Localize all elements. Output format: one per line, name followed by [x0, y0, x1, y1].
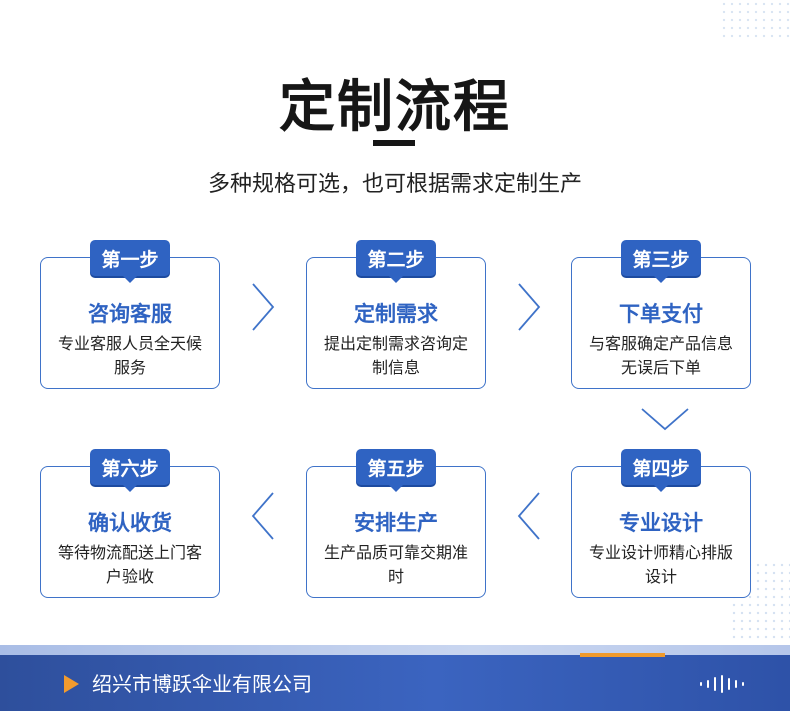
step-card-4: 第四步 专业设计 专业设计师精心排版设计 [571, 449, 751, 598]
step-badge: 第二步 [356, 240, 436, 276]
step-card-5: 第五步 安排生产 生产品质可靠交期准时 [306, 449, 486, 598]
step-title: 下单支付 [619, 302, 703, 326]
step-title: 定制需求 [354, 302, 438, 326]
play-icon [64, 675, 79, 693]
step-card-2: 第二步 定制需求 提出定制需求咨询定制信息 [306, 240, 486, 389]
step-desc: 专业设计师精心排版设计 [588, 543, 733, 586]
step-badge: 第五步 [356, 449, 436, 485]
chevron-left-icon [517, 492, 540, 540]
step-badge: 第三步 [621, 240, 701, 276]
footer-bar [0, 655, 790, 711]
title-underline [373, 140, 415, 146]
step-title: 专业设计 [619, 511, 703, 535]
footer-top-band [0, 645, 790, 655]
step-title: 咨询客服 [88, 302, 172, 326]
step-title: 安排生产 [354, 511, 438, 535]
equalizer-icon [700, 675, 744, 693]
step-desc: 生产品质可靠交期准时 [323, 543, 468, 586]
chevron-down-icon [641, 408, 689, 431]
step-card-1: 第一步 咨询客服 专业客服人员全天候服务 [40, 240, 220, 389]
footer-accent-line [580, 653, 665, 657]
chevron-right-icon [252, 283, 275, 331]
page-title: 定制流程 [279, 75, 511, 140]
chevron-right-icon [518, 283, 541, 331]
step-desc: 与客服确定产品信息无误后下单 [588, 334, 733, 377]
step-card-6: 第六步 确认收货 等待物流配送上门客户验收 [40, 449, 220, 598]
step-badge: 第一步 [90, 240, 170, 276]
step-desc: 专业客服人员全天候服务 [57, 334, 202, 377]
page-subtitle: 多种规格可选，也可根据需求定制生产 [207, 172, 582, 197]
step-title: 确认收货 [88, 511, 172, 535]
step-desc: 提出定制需求咨询定制信息 [323, 334, 468, 377]
company-name: 绍兴市博跃伞业有限公司 [92, 672, 312, 696]
step-badge: 第六步 [90, 449, 170, 485]
step-card-3: 第三步 下单支付 与客服确定产品信息无误后下单 [571, 240, 751, 389]
chevron-left-icon [251, 492, 274, 540]
dot-pattern-top-right [720, 0, 790, 40]
step-desc: 等待物流配送上门客户验收 [57, 543, 202, 586]
step-badge: 第四步 [621, 449, 701, 485]
